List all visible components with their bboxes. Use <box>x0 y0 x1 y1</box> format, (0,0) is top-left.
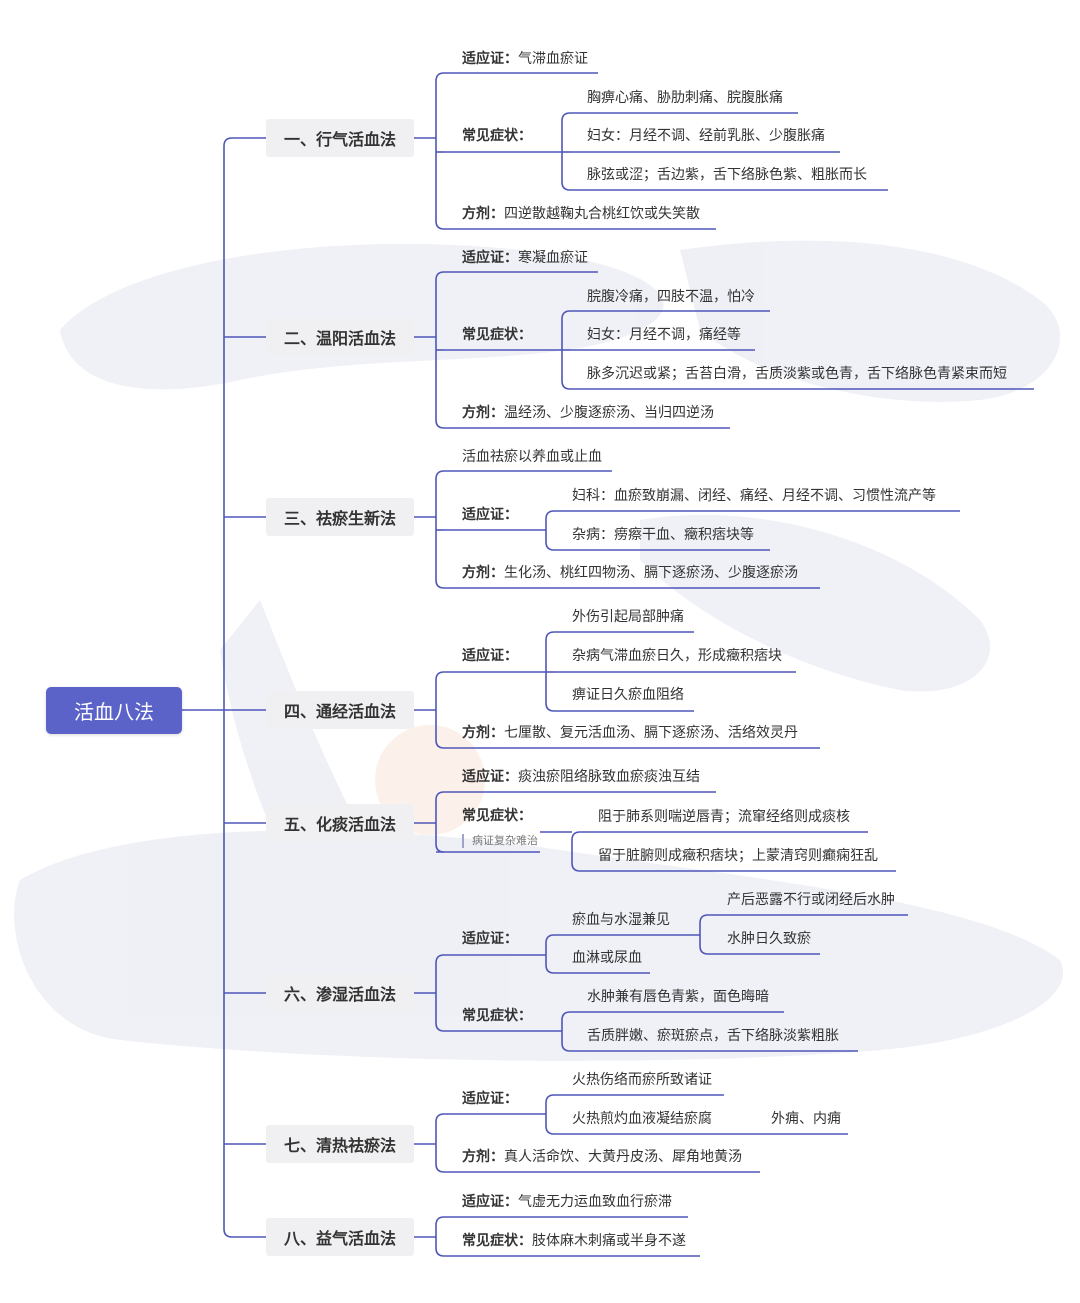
b5-indication-value: 痰浊瘀阻络脉致血瘀痰浊互结 <box>518 769 700 785</box>
b1-indication-key: 适应证 <box>462 51 504 67</box>
b5-indication[interactable]: 适应证：痰浊瘀阻络脉致血瘀痰浊互结 <box>462 769 700 785</box>
b1-symptom-1[interactable]: 胸痹心痛、胁肋刺痛、脘腹胀痛 <box>587 90 783 106</box>
b8-indication[interactable]: 适应证：气虚无力运血致血行瘀滞 <box>462 1194 672 1210</box>
b3-principle[interactable]: 活血祛瘀以养血或止血 <box>462 449 602 465</box>
branch-qingre[interactable]: 七、清热祛瘀法 <box>266 1125 414 1163</box>
b3-indication[interactable]: 适应证： <box>462 507 518 523</box>
b3-indication-key: 适应证 <box>462 507 504 523</box>
b5-sub-2[interactable]: 留于脏腑则成癥积痞块；上蒙清窍则癫痫狂乱 <box>598 848 878 864</box>
branch-tongjing[interactable]: 四、通经活血法 <box>266 691 414 729</box>
b2-formula-key: 方剂 <box>462 405 490 421</box>
root-node[interactable]: 活血八法 <box>46 687 182 734</box>
b7-sub-2[interactable]: 火热煎灼血液凝结瘀腐 <box>572 1111 712 1127</box>
b1-symptoms-key: 常见症状 <box>462 128 518 144</box>
b4-formula[interactable]: 方剂：七厘散、复元活血汤、膈下逐瘀汤、活络效灵丹 <box>462 725 798 741</box>
b7-formula-key: 方剂 <box>462 1149 490 1165</box>
branch-yiqi[interactable]: 八、益气活血法 <box>266 1218 414 1256</box>
b5-symptoms-key: 常见症状 <box>462 808 518 824</box>
b1-symptom-3[interactable]: 脉弦或涩；舌边紫，舌下络脉色紫、粗胀而长 <box>587 167 867 183</box>
b7-sub-1[interactable]: 火热伤络而瘀所致诸证 <box>572 1072 712 1088</box>
b6-subsub-1[interactable]: 产后恶露不行或闭经后水肿 <box>727 892 895 908</box>
b6-subsub-2[interactable]: 水肿日久致瘀 <box>727 931 811 947</box>
b2-symptoms[interactable]: 常见症状： <box>462 327 532 343</box>
b7-formula[interactable]: 方剂：真人活命饮、大黄丹皮汤、犀角地黄汤 <box>462 1149 742 1165</box>
b6-symptoms-key: 常见症状 <box>462 1008 518 1024</box>
b2-indication-value: 寒凝血瘀证 <box>518 250 588 266</box>
b2-formula-value: 温经汤、少腹逐瘀汤、当归四逆汤 <box>504 405 714 421</box>
b5-symptoms[interactable]: 常见症状： <box>462 808 532 824</box>
b8-indication-value: 气虚无力运血致血行瘀滞 <box>518 1194 672 1210</box>
b3-formula-key: 方剂 <box>462 565 490 581</box>
b6-symptom-1[interactable]: 水肿兼有唇色青紫，面色晦暗 <box>587 989 769 1005</box>
b4-formula-key: 方剂 <box>462 725 490 741</box>
b8-indication-key: 适应证 <box>462 1194 504 1210</box>
b6-indication-key: 适应证 <box>462 931 504 947</box>
b5-sub-1[interactable]: 阻于肺系则喘逆唇青；流窜经络则成痰核 <box>598 809 850 825</box>
b2-symptom-1[interactable]: 脘腹冷痛，四肢不温，怕冷 <box>587 289 755 305</box>
b1-formula[interactable]: 方剂：四逆散越鞠丸合桃红饮或失笑散 <box>462 206 700 222</box>
b3-formula[interactable]: 方剂：生化汤、桃红四物汤、膈下逐瘀汤、少腹逐瘀汤 <box>462 565 798 581</box>
b6-symptoms[interactable]: 常见症状： <box>462 1008 532 1024</box>
b2-symptom-2[interactable]: 妇女：月经不调，痛经等 <box>587 327 741 343</box>
b4-sub-1[interactable]: 外伤引起局部肿痛 <box>572 609 684 625</box>
b1-indication[interactable]: 适应证：气滞血瘀证 <box>462 51 588 67</box>
branch-wenyang[interactable]: 二、温阳活血法 <box>266 318 414 356</box>
b6-symptom-2[interactable]: 舌质胖嫩、瘀斑瘀点，舌下络脉淡紫粗胀 <box>587 1028 839 1044</box>
b1-symptoms[interactable]: 常见症状： <box>462 128 532 144</box>
b5-note: 病证复杂难治 <box>462 834 538 848</box>
b3-formula-value: 生化汤、桃红四物汤、膈下逐瘀汤、少腹逐瘀汤 <box>504 565 798 581</box>
b1-indication-value: 气滞血瘀证 <box>518 51 588 67</box>
b4-sub-3[interactable]: 痹证日久瘀血阻络 <box>572 687 684 703</box>
b3-sub-2[interactable]: 杂病：痨瘵干血、癥积痞块等 <box>572 527 754 543</box>
b2-indication-key: 适应证 <box>462 250 504 266</box>
b2-symptoms-key: 常见症状 <box>462 327 518 343</box>
b4-indication-key: 适应证 <box>462 648 504 664</box>
b4-sub-2[interactable]: 杂病气滞血瘀日久，形成癥积痞块 <box>572 648 782 664</box>
b2-symptom-3[interactable]: 脉多沉迟或紧；舌苔白滑，舌质淡紫或色青，舌下络脉色青紧束而短 <box>587 366 1007 382</box>
b5-indication-key: 适应证 <box>462 769 504 785</box>
b7-formula-value: 真人活命饮、大黄丹皮汤、犀角地黄汤 <box>504 1149 742 1165</box>
b8-symptoms-key: 常见症状 <box>462 1233 518 1249</box>
b1-symptom-2[interactable]: 妇女：月经不调、经前乳胀、少腹胀痛 <box>587 128 825 144</box>
b2-formula[interactable]: 方剂：温经汤、少腹逐瘀汤、当归四逆汤 <box>462 405 714 421</box>
b4-formula-value: 七厘散、复元活血汤、膈下逐瘀汤、活络效灵丹 <box>504 725 798 741</box>
b2-indication[interactable]: 适应证：寒凝血瘀证 <box>462 250 588 266</box>
branch-quyu[interactable]: 三、祛瘀生新法 <box>266 498 414 536</box>
branch-shenshi[interactable]: 六、渗湿活血法 <box>266 974 414 1012</box>
b6-sub-1[interactable]: 瘀血与水湿兼见 <box>572 912 670 928</box>
b1-formula-key: 方剂 <box>462 206 490 222</box>
b7-indication-key: 适应证 <box>462 1091 504 1107</box>
b1-formula-value: 四逆散越鞠丸合桃红饮或失笑散 <box>504 206 700 222</box>
b3-sub-1[interactable]: 妇科：血瘀致崩漏、闭经、痛经、月经不调、习惯性流产等 <box>572 488 936 504</box>
b6-sub-2[interactable]: 血淋或尿血 <box>572 950 642 966</box>
b8-symptoms[interactable]: 常见症状：肢体麻木刺痛或半身不遂 <box>462 1233 686 1249</box>
b7-indication[interactable]: 适应证： <box>462 1091 518 1107</box>
branch-huatan[interactable]: 五、化痰活血法 <box>266 804 414 842</box>
b6-indication[interactable]: 适应证： <box>462 931 518 947</box>
b8-symptoms-value: 肢体麻木刺痛或半身不遂 <box>532 1233 686 1249</box>
branch-xingqi[interactable]: 一、行气活血法 <box>266 119 414 157</box>
b7-extra[interactable]: 外痈、内痈 <box>771 1111 841 1127</box>
b4-indication[interactable]: 适应证： <box>462 648 518 664</box>
